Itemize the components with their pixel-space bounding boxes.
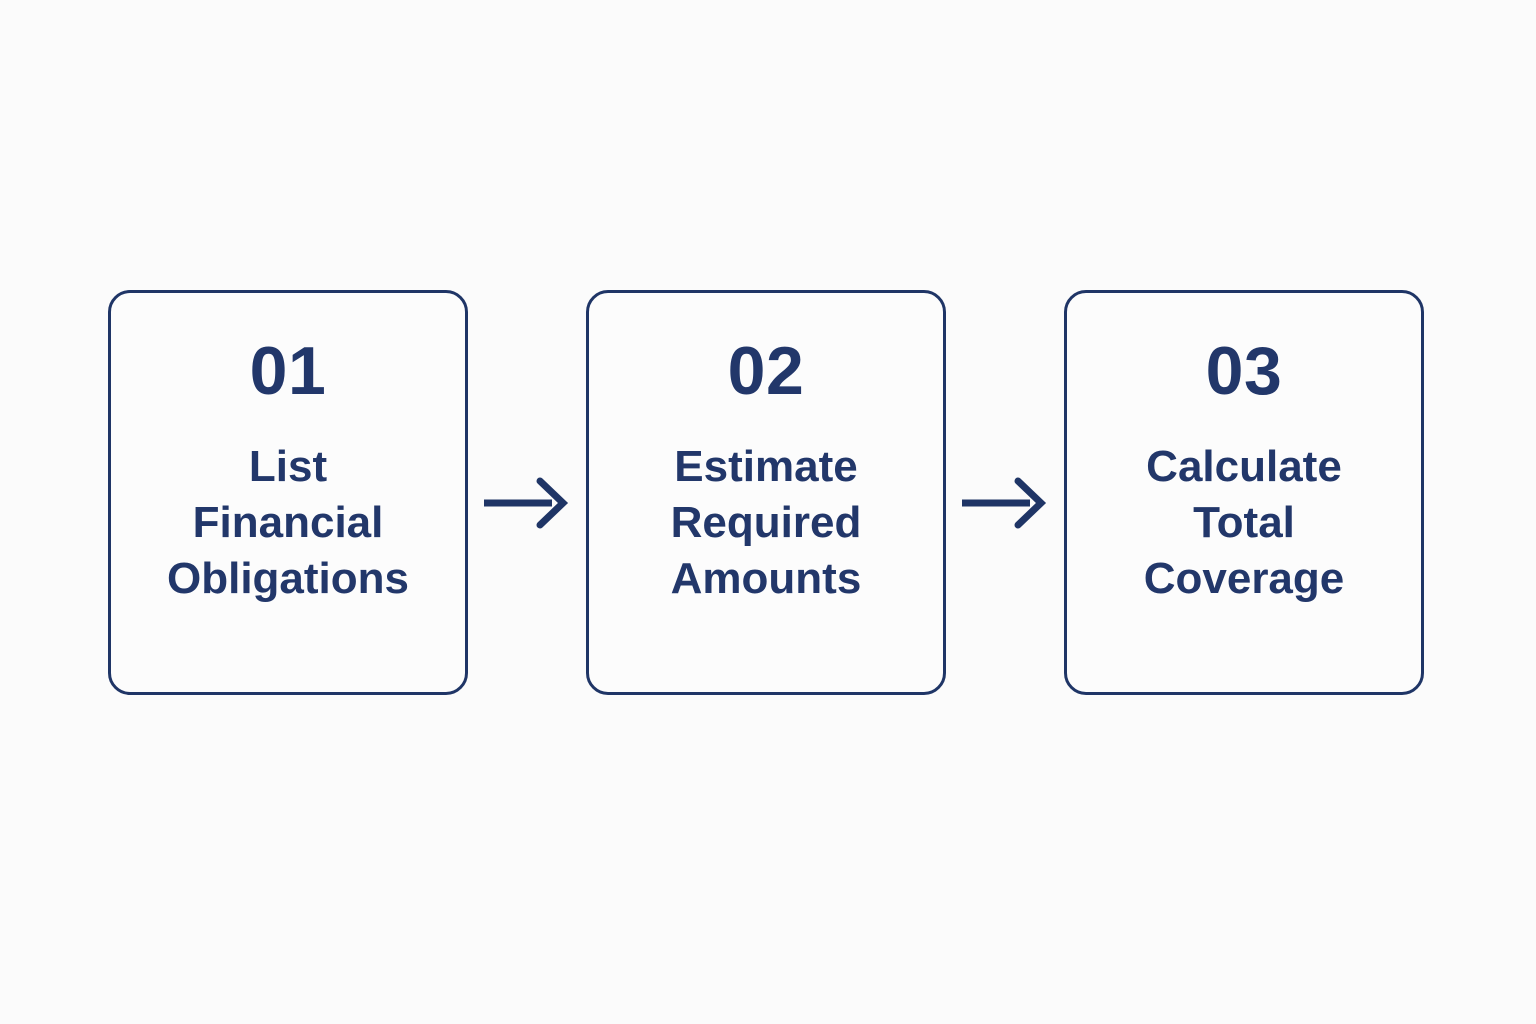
step-label-1: List Financial Obligations <box>167 442 409 603</box>
connector-2 <box>946 473 1064 533</box>
process-flow: 01 List Financial Obligations 02 Estimat… <box>108 290 1428 695</box>
process-step-1[interactable]: 01 List Financial Obligations <box>108 290 468 695</box>
process-step-2[interactable]: 02 Estimate Required Amounts <box>586 290 946 695</box>
arrow-right-icon <box>484 477 569 528</box>
arrow-right-icon <box>962 477 1047 528</box>
step-label-3: Calculate Total Coverage <box>1143 442 1345 603</box>
step-label-2: Estimate Required Amounts <box>670 442 862 603</box>
process-step-3[interactable]: 03 Calculate Total Coverage <box>1064 290 1424 695</box>
connector-1 <box>468 473 586 533</box>
step-number-2: 02 <box>727 333 805 409</box>
step-number-3: 03 <box>1205 333 1283 409</box>
step-number-1: 01 <box>249 333 327 409</box>
